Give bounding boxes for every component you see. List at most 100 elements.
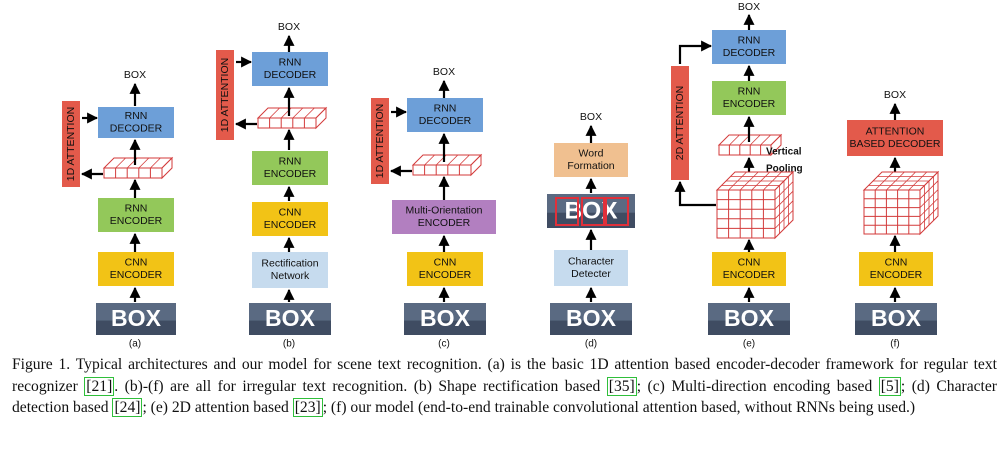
feature-map-a [102,156,174,180]
cnn-encoder-c [407,252,483,286]
input-image-c-shade [404,320,486,335]
cnn-encoder-c-label: ENCODER [419,269,472,281]
char-box-b [555,197,579,226]
character-detecter-d-label: Character [568,256,615,268]
rnn-encoder-e [712,81,786,115]
input-image-d-shade [550,320,632,335]
cnn-encoder-a [98,252,174,286]
feature-map-c [411,153,483,177]
citation-21[interactable]: [21] [84,376,115,396]
panel-label-e: (e) [743,339,755,350]
attention-decoder-f-label: ATTENTION [866,126,925,138]
rnn-decoder-c-label: DECODER [419,115,472,127]
box-output-c: BOX [433,66,455,78]
multi-orientation-encoder-c [392,200,496,234]
rnn-decoder-a-label: RNN [125,110,148,122]
panel-label-d: (d) [585,339,597,350]
attention-2d-e [671,66,689,180]
rnn-encoder-b-label: ENCODER [264,168,317,180]
cnn-encoder-f-label: CNN [885,257,908,269]
attention-1d-c [371,98,389,184]
figure-caption: Figure 1. Typical architectures and our … [12,356,997,417]
rnn-decoder-b-label: RNN [279,57,302,69]
citation-5[interactable]: [5] [878,376,901,396]
box-output-f: BOX [884,89,906,101]
citation-35[interactable]: [35] [606,376,637,396]
input-image-b-text: BOX [265,305,316,331]
rnn-encoder-e-label: ENCODER [723,98,776,110]
cnn-encoder-a-label: CNN [125,257,148,269]
input-image-b-shade [249,320,331,335]
rectification-network-b-label: Network [271,270,310,282]
rnn-decoder-a-label: DECODER [110,123,163,135]
citation-24[interactable]: [24] [112,398,143,417]
rnn-decoder-a [98,107,174,138]
rnn-decoder-c [407,98,483,132]
attention-1d-a [62,101,80,187]
rnn-decoder-b-label: DECODER [264,69,317,81]
arrow-e-5 [674,180,716,207]
rnn-encoder-b-label: RNN [279,156,302,168]
word-formation-d-label: Word [579,148,604,160]
rectification-network-b-label: Rectification [261,258,318,270]
word-formation-d [554,143,628,177]
cnn-encoder-e-label: CNN [738,257,761,269]
citation-23[interactable]: [23] [292,398,323,417]
panel-label-f: (f) [890,339,899,350]
multi-orientation-encoder-c-label: ENCODER [418,217,471,229]
cnn-encoder-e [712,252,786,286]
cnn-encoder-f [859,252,933,286]
rnn-decoder-c-label: RNN [434,103,457,115]
input-image-e-text: BOX [724,305,775,331]
rectification-network-b [252,252,328,288]
detected-image-d-text: BOX [564,197,618,224]
character-detecter-d-label: Detecter [571,268,611,280]
cnn-encoder-c-label: CNN [434,257,457,269]
input-image-f-text: BOX [871,305,922,331]
attention-1d-b-label: 1D ATTENTION [219,58,231,132]
attention-decoder-f-label: BASED DECODER [849,138,940,150]
input-image-e-shade [708,320,790,335]
attention-1d-c-label: 1D ATTENTION [374,104,386,178]
panel-label-b: (b) [283,339,295,350]
box-output-a: BOX [124,69,146,81]
attention-1d-a-label: 1D ATTENTION [65,107,77,181]
rnn-decoder-e-label: DECODER [723,47,776,59]
input-image-d-text: BOX [566,305,617,331]
cnn-encoder-e-label: ENCODER [723,269,776,281]
box-output-e: BOX [738,1,760,13]
cnn-encoder-b-label: ENCODER [264,219,317,231]
feature-grid-f [862,170,940,236]
rnn-encoder-b [252,151,328,185]
arrow-e-6 [678,40,713,64]
char-box-o [581,197,605,226]
character-detecter-d [554,250,628,286]
box-output-b: BOX [278,21,300,33]
feature-map-b [256,106,328,130]
feature-grid-e [715,170,795,240]
input-image-a-shade [96,320,176,335]
box-output-d: BOX [580,111,602,123]
word-formation-d-label: Formation [567,160,614,172]
cnn-encoder-f-label: ENCODER [870,269,923,281]
cnn-encoder-b [252,202,328,236]
rnn-decoder-e [712,30,786,64]
attention-decoder-f [847,120,943,156]
rnn-encoder-a [98,198,174,232]
vertical-pooling-label-1: Vertical [766,147,802,158]
panel-label-a: (a) [129,339,141,350]
input-image-c-text: BOX [420,305,471,331]
multi-orientation-encoder-c-label: Multi-Orientation [405,205,482,217]
rnn-decoder-b [252,52,328,86]
input-image-a-text: BOX [111,305,162,331]
input-image-f-shade [855,320,937,335]
rnn-encoder-a-label: RNN [125,203,148,215]
rnn-encoder-a-label: ENCODER [110,215,163,227]
char-box-x [605,197,629,226]
attention-2d-e-label: 2D ATTENTION [674,86,686,160]
attention-1d-b [216,50,234,140]
cnn-encoder-a-label: ENCODER [110,269,163,281]
cnn-encoder-b-label: CNN [279,207,302,219]
panel-label-c: (c) [438,339,450,350]
